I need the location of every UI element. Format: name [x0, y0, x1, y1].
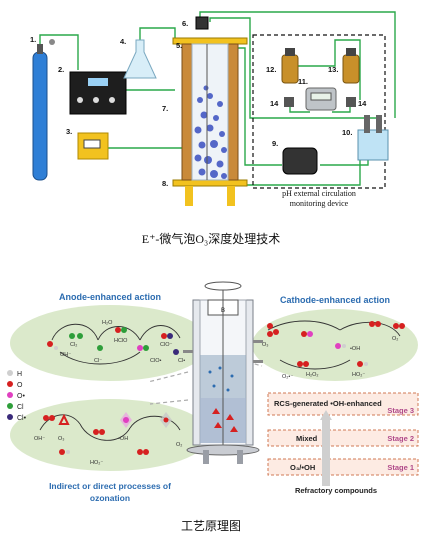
- refractory-label: Refractory compounds: [295, 486, 377, 495]
- anode-title: Anode-enhanced action: [59, 292, 161, 302]
- dc-power-supply: [77, 132, 109, 160]
- label-6: 6.: [182, 19, 188, 28]
- label-3: 3.: [66, 127, 72, 136]
- atom-legend: H O O• Cl Cl•: [7, 370, 27, 422]
- label-8: 8.: [162, 179, 168, 188]
- stage2-label: Mixed: [296, 434, 318, 443]
- cathode-title: Cathode-enhanced action: [280, 295, 390, 305]
- anode-species-cl-radical: Cl•: [178, 358, 185, 364]
- electrochemical-cell: [183, 281, 263, 464]
- ozonation-species-oh: OH⁻: [34, 436, 45, 442]
- legend-o: O: [17, 382, 23, 389]
- stage1-tag: Stage 1: [387, 463, 414, 472]
- cathode-species-o2: O₂: [392, 336, 398, 342]
- ozonation-species-oh-radical: •OH: [118, 436, 128, 442]
- label-14-left: 14: [270, 99, 279, 108]
- label-14-right: 14: [358, 99, 367, 108]
- ozonation-species-o2: O₂: [176, 442, 182, 448]
- stage-panel: [267, 392, 419, 486]
- pump-right: [346, 97, 356, 107]
- stage3-tag: Stage 3: [387, 406, 414, 415]
- stage2-tag: Stage 2: [387, 434, 414, 443]
- ozonation-title-line1: Indirect or direct processes of: [49, 481, 171, 491]
- cathode-species-ho2: HO₂⁻: [352, 372, 365, 378]
- anode-species-oh: OH⁻: [60, 352, 71, 358]
- anode-species-hclo: HClO: [114, 338, 128, 344]
- ozonation-region: [10, 399, 210, 471]
- reagent-bottles: [281, 48, 360, 84]
- monitoring-caption-line1: pH external circulation: [282, 189, 356, 198]
- monitoring-caption-line2: monitoring device: [290, 199, 349, 208]
- stage3-label: RCS-generated •OH-enhanced: [274, 399, 382, 408]
- cathode-region: [252, 309, 418, 381]
- bottom-figure-caption: 工艺原理图: [181, 519, 241, 533]
- label-12: 12.: [266, 65, 276, 74]
- stage1-label: O₃/•OH: [290, 463, 315, 472]
- flowmeter: [195, 16, 209, 30]
- cathode-species-o3: O₃: [262, 342, 269, 348]
- electrode-vessel: [357, 115, 389, 161]
- label-4: 4.: [120, 37, 126, 46]
- anode-cycle-arrows: [51, 323, 181, 365]
- label-9: 9.: [272, 139, 278, 148]
- anode-species-cl2: Cl₂: [70, 342, 77, 348]
- legend-o-radical: O•: [17, 393, 25, 400]
- label-2: 2.: [58, 65, 64, 74]
- label-11: 11.: [298, 77, 308, 86]
- ozonation-molecules: [43, 412, 172, 455]
- ozonation-species-o3: O₃: [58, 436, 65, 442]
- legend-h: H: [17, 371, 22, 378]
- label-7: 7.: [162, 104, 168, 113]
- cathode-species-oh-radical: •OH: [350, 346, 360, 352]
- cathode-species-h2o2: H₂O₂: [306, 372, 319, 378]
- ozonation-arrows: [39, 414, 181, 441]
- label-5: 5.: [176, 41, 182, 50]
- oxygen-cylinder: [32, 39, 55, 181]
- legend-cl: Cl: [17, 404, 24, 411]
- cell-label: B: [221, 308, 225, 314]
- anode-molecules: [47, 327, 179, 355]
- ph-monitoring-box: [252, 34, 386, 189]
- label-1: 1.: [30, 35, 36, 44]
- label-13: 13.: [328, 65, 338, 74]
- reactor-column: [172, 37, 248, 206]
- flask: [123, 39, 157, 79]
- cathode-molecules: [267, 321, 405, 367]
- anode-species-cl: Cl⁻: [94, 358, 102, 364]
- peristaltic-pump: [282, 147, 318, 175]
- ozonation-title-line2: ozonation: [90, 493, 130, 503]
- label-10: 10.: [342, 128, 352, 137]
- anode-species-clo: ClO⁻: [160, 342, 172, 348]
- cathode-species-superoxide: O₂•⁻: [282, 374, 293, 380]
- ozone-generator: [69, 71, 127, 115]
- legend-cl-radical: Cl•: [17, 415, 27, 422]
- ph-meter: [305, 87, 337, 111]
- pump-left: [284, 97, 294, 107]
- anode-species-clo-radical: ClO•: [150, 358, 161, 364]
- ozonation-species-ho2: HO₂⁻: [90, 460, 103, 466]
- anode-species-h2o: H₂O: [102, 320, 113, 326]
- anode-region: [10, 305, 210, 381]
- top-figure-caption: E⁺-微气泡O₃深度处理技术: [142, 231, 281, 246]
